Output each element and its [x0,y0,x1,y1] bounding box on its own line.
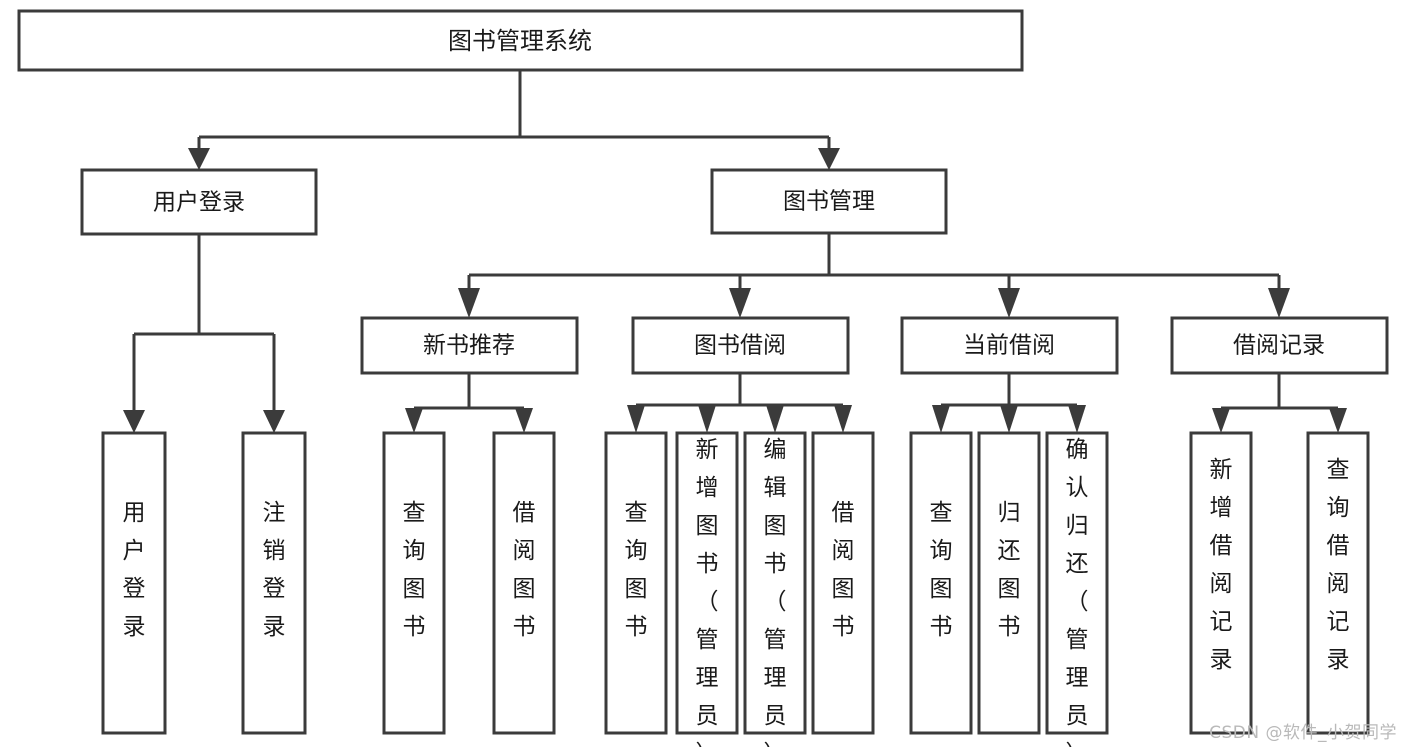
node-borrow-record-box [1170,316,1389,375]
node-leaf-user-login[interactable]: 用户登录 [101,431,167,735]
node-user-login[interactable]: 用户登录 [80,168,318,236]
arrow-icon-to-leaf-query-book-3 [932,405,950,433]
arrow-icon-to-leaf-return-book [1000,405,1018,433]
node-leaf-borrow-book-1-box [492,431,556,735]
node-book-manage-box [710,168,948,235]
node-book-borrow-box [631,316,850,375]
node-borrow-record-label: 借阅记录 [1233,333,1325,359]
node-leaf-borrow-book-1[interactable]: 借阅图书 [492,431,556,735]
node-leaf-query-book-1-label: 查询图书 [403,500,426,640]
node-book-borrow[interactable]: 图书借阅 [631,316,850,375]
node-leaf-return-book-label: 归还图书 [998,500,1021,640]
node-leaf-query-record-label: 查询借阅记录 [1327,457,1350,673]
node-leaf-edit-book-box [743,431,807,735]
node-leaf-user-logout-box [241,431,307,735]
arrow-icon-to-leaf-borrow-book-1 [515,408,533,433]
node-leaf-query-book-1[interactable]: 查询图书 [382,431,446,735]
node-leaf-add-book-box [675,431,739,735]
node-new-book-recommend-box [360,316,579,375]
arrow-icon-to-leaf-add-record [1212,408,1230,433]
node-leaf-query-record[interactable]: 查询借阅记录 [1306,431,1370,735]
node-leaf-user-logout-label: 注销登录 [263,500,286,640]
node-leaf-confirm-return-label: 确认归还（管理员） [1066,437,1089,747]
arrow-icon-to-book-borrow [729,288,751,318]
node-current-borrow[interactable]: 当前借阅 [900,316,1119,375]
node-leaf-add-record[interactable]: 新增借阅记录 [1189,431,1253,735]
node-leaf-query-book-2[interactable]: 查询图书 [604,431,668,735]
node-current-borrow-box [900,316,1119,375]
node-leaf-query-book-2-label: 查询图书 [625,500,648,640]
arrow-icon-to-leaf-user-logout [263,410,285,433]
arrow-icon-to-user-login [188,148,210,170]
node-book-manage[interactable]: 图书管理 [710,168,948,235]
node-user-login-box [80,168,318,236]
node-leaf-confirm-return[interactable]: 确认归还（管理员） [1045,431,1109,747]
csdn-watermark: CSDN @软件_小贺同学 [1209,723,1397,743]
node-leaf-user-logout[interactable]: 注销登录 [241,431,307,735]
node-current-borrow-label: 当前借阅 [963,333,1055,359]
arrowhead-layer [123,148,1347,433]
node-new-book-recommend[interactable]: 新书推荐 [360,316,579,375]
node-root[interactable]: 图书管理系统 [17,9,1024,72]
node-leaf-query-record-box [1306,431,1370,735]
node-leaf-borrow-book-1-label: 借阅图书 [513,500,536,640]
node-leaf-query-book-3-box [909,431,973,735]
arrow-icon-to-current-borrow [998,288,1020,318]
arrow-icon-to-new-book-recommend [458,288,480,318]
node-leaf-return-book[interactable]: 归还图书 [977,431,1041,735]
node-leaf-borrow-book-2-box [811,431,875,735]
node-leaf-edit-book[interactable]: 编辑图书（管理员） [743,431,807,747]
node-leaf-confirm-return-box [1045,431,1109,735]
node-leaf-query-book-3[interactable]: 查询图书 [909,431,973,735]
node-leaf-user-login-label: 用户登录 [123,500,146,640]
node-leaf-borrow-book-2[interactable]: 借阅图书 [811,431,875,735]
node-leaf-query-book-1-box [382,431,446,735]
arrow-icon-to-leaf-add-book [698,405,716,433]
node-leaf-borrow-book-2-label: 借阅图书 [832,500,855,640]
node-new-book-recommend-label: 新书推荐 [423,333,515,359]
node-leaf-query-book-3-label: 查询图书 [930,500,953,640]
node-leaf-return-book-box [977,431,1041,735]
node-leaf-add-book-label: 新增图书（管理员） [696,437,719,747]
arrow-icon-to-borrow-record [1268,288,1290,318]
arrow-icon-to-leaf-user-login [123,410,145,433]
node-leaf-add-record-box [1189,431,1253,735]
arrow-icon-to-book-manage [818,148,840,170]
node-leaf-add-book[interactable]: 新增图书（管理员） [675,431,739,747]
arrow-icon-to-leaf-confirm-return [1068,405,1086,433]
node-leaf-add-record-label: 新增借阅记录 [1210,457,1233,673]
node-leaf-user-login-box [101,431,167,735]
arrow-icon-to-leaf-edit-book [766,405,784,433]
node-leaf-query-book-2-box [604,431,668,735]
node-user-login-label: 用户登录 [153,190,245,216]
node-leaf-edit-book-label: 编辑图书（管理员） [764,437,787,747]
node-root-label: 图书管理系统 [448,27,592,55]
node-root-box [17,9,1024,72]
node-book-borrow-label: 图书借阅 [694,333,786,359]
arrow-icon-to-leaf-query-book-2 [627,405,645,433]
node-borrow-record[interactable]: 借阅记录 [1170,316,1389,375]
arrow-icon-to-leaf-query-book-1 [405,408,423,433]
node-book-manage-label: 图书管理 [783,189,875,215]
arrow-icon-to-leaf-borrow-book-2 [834,405,852,433]
arrow-icon-to-leaf-query-record [1329,408,1347,433]
